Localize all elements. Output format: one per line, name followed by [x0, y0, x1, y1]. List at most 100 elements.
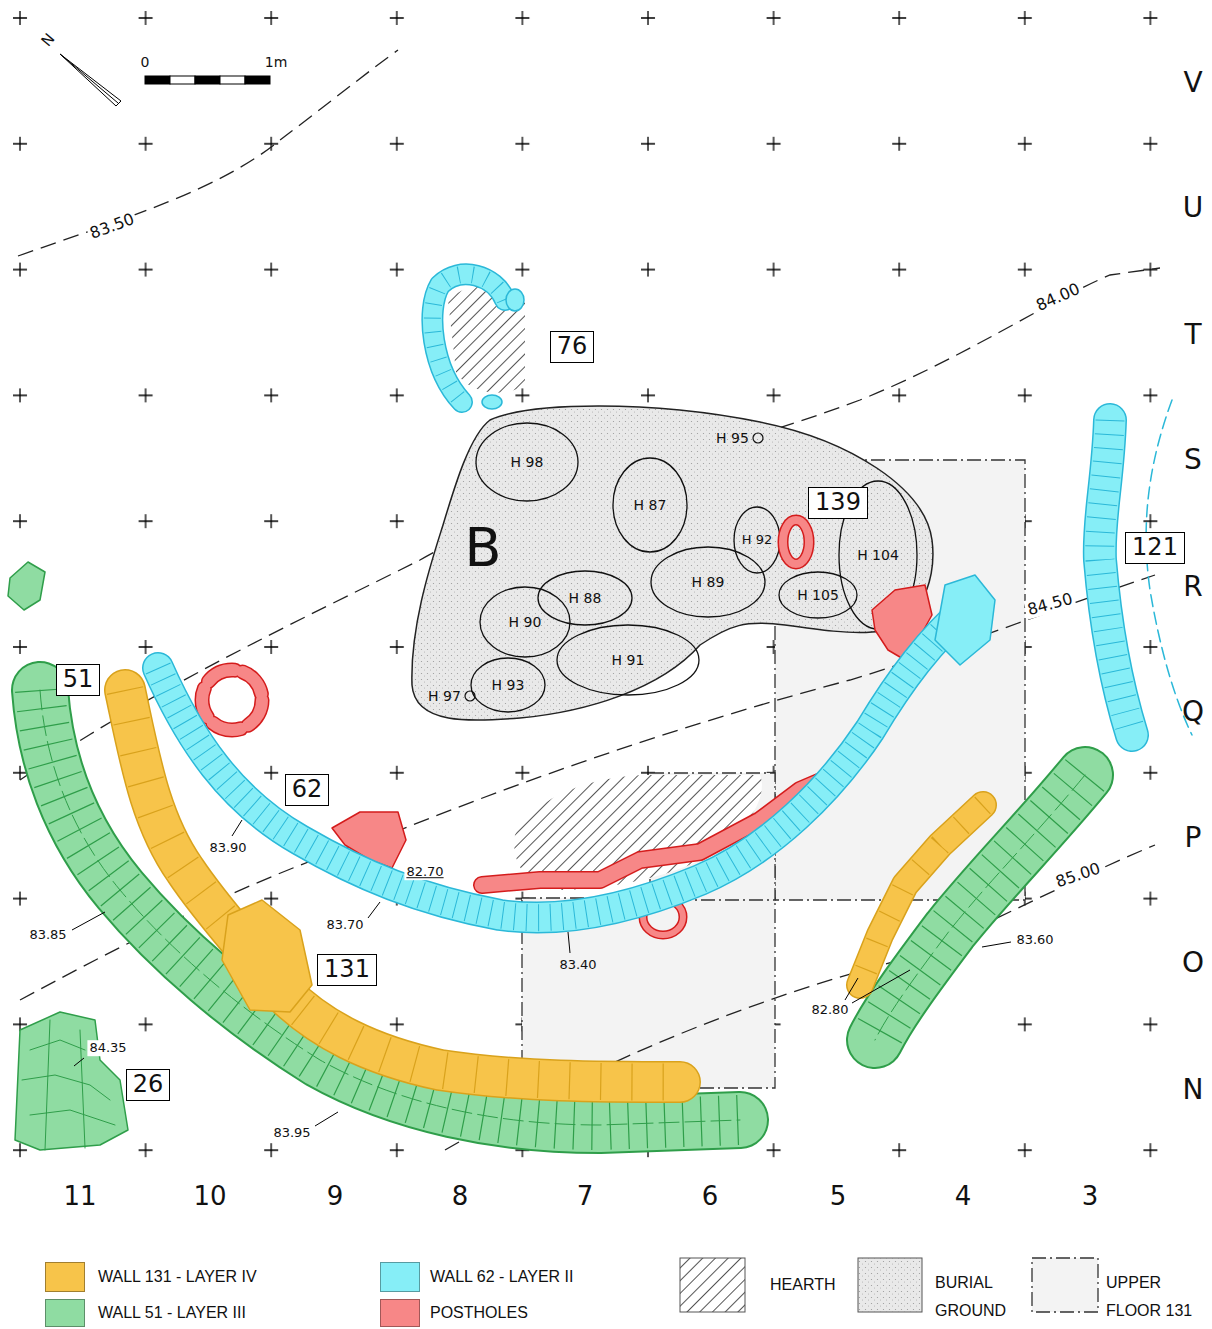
wall-131 — [860, 805, 983, 985]
leader-line — [568, 932, 570, 953]
legend-text: UPPER FLOOR 131 — [1106, 1269, 1204, 1325]
wall-62 — [935, 575, 995, 665]
legend-sample — [680, 1258, 745, 1312]
grave-marker — [463, 689, 477, 703]
legend-text: BURIAL GROUND — [935, 1269, 1015, 1325]
scale-value: 0 — [141, 54, 150, 71]
hearth — [448, 285, 525, 393]
legend-sample — [858, 1258, 922, 1312]
grid-row-letter: Q — [1182, 695, 1204, 729]
grave-outline: H 87 — [612, 457, 688, 553]
leader-line — [845, 978, 858, 1000]
wall-62-features — [1100, 420, 1132, 735]
scale-bar — [145, 76, 170, 84]
wall-62-features — [506, 289, 524, 311]
wall-131 — [125, 690, 680, 1082]
wall-51 — [40, 690, 740, 1125]
hearth — [514, 775, 762, 890]
feature-label: H 90 — [509, 614, 542, 630]
legend-text: WALL 51 - LAYER III — [98, 1303, 246, 1322]
legend-text: WALL 62 - LAYER II — [430, 1267, 573, 1286]
wall-62-features — [1100, 420, 1132, 735]
contour-line — [18, 50, 1160, 1150]
grave-outline: H 89 — [650, 546, 766, 618]
grave-marker — [753, 433, 763, 443]
grid-row-letter: P — [1185, 821, 1202, 855]
leader-line — [315, 1112, 338, 1126]
grid-crosses — [0, 0, 1165, 1160]
legend-text: HEARTH — [770, 1275, 836, 1294]
postholes — [643, 899, 683, 935]
feature-number-box: 76 — [550, 331, 595, 363]
legend-swatch — [45, 1262, 85, 1292]
postholes — [482, 775, 835, 885]
wall-131 — [222, 900, 312, 1012]
grid-column-number: 6 — [702, 1181, 719, 1212]
spot-elevation: 83.70 — [324, 917, 365, 933]
legend-swatch — [380, 1299, 420, 1327]
leader-line — [232, 820, 242, 836]
grid-column-number: 4 — [955, 1181, 972, 1212]
wall-131 — [125, 690, 983, 1082]
feature-label: H 105 — [797, 587, 839, 603]
scale-bar — [195, 76, 220, 84]
legend-swatch — [45, 1299, 85, 1327]
wall-51 — [40, 690, 740, 1125]
postholes — [482, 775, 835, 885]
wall-62 — [158, 605, 970, 918]
wall-62 — [158, 605, 970, 918]
scale-value: 1m — [265, 54, 288, 71]
grid-row-letter: R — [1183, 570, 1202, 604]
wall-51 — [15, 1012, 128, 1150]
grave-marker — [751, 431, 765, 445]
leader-line — [982, 942, 1011, 947]
feature-label: 76 — [557, 333, 588, 361]
north-arrow — [60, 54, 118, 103]
feature-label: H 93 — [492, 677, 525, 693]
grid-column-number: 7 — [577, 1181, 594, 1212]
grave-outline — [538, 571, 632, 625]
grid-column-number: 9 — [327, 1181, 344, 1212]
wall-51 — [40, 690, 740, 1125]
wall-131 — [125, 690, 680, 1082]
grid-column-number: 5 — [830, 1181, 847, 1212]
wall-62-features — [432, 274, 505, 402]
grave-marker — [465, 691, 475, 701]
legend-sample — [1032, 1258, 1098, 1312]
grave-outline — [613, 458, 687, 552]
grave-marker: H 97 — [428, 688, 477, 704]
feature-label: 62 — [292, 776, 323, 804]
spot-elevation: 83.95 — [271, 1125, 312, 1141]
spot-elevation: 83.60 — [1014, 932, 1055, 948]
grid-column-number: 3 — [1082, 1181, 1099, 1212]
feature-label: B — [464, 521, 501, 575]
grave-outline — [779, 572, 857, 618]
grid-row-letter: O — [1182, 946, 1204, 980]
feature-label: H 91 — [612, 652, 645, 668]
spot-elevation: 84.35 — [87, 1040, 128, 1056]
grave-outline: H 98 — [475, 422, 579, 502]
postholes — [202, 520, 932, 935]
feature-label: 51 — [63, 666, 94, 694]
feature-label: 26 — [133, 1071, 164, 1099]
feature-number-box: 131 — [317, 954, 377, 986]
grave-outline: H 90 — [479, 586, 571, 658]
grid-column-number: 8 — [452, 1181, 469, 1212]
grave-outline — [476, 423, 578, 501]
postholes — [643, 899, 683, 935]
legend-swatch — [380, 1262, 420, 1292]
burial-ground-outline — [412, 406, 933, 720]
feature-number-box: 121 — [1125, 532, 1185, 564]
feature-label: H 97 — [428, 688, 461, 704]
grid-row-letter: T — [1184, 318, 1201, 352]
grid-row-letter: V — [1183, 66, 1202, 100]
wall-131 — [125, 690, 680, 1082]
grave-outline — [651, 547, 765, 617]
feature-label: H 92 — [742, 533, 772, 548]
contour-line — [18, 50, 398, 256]
feature-label: H 89 — [692, 574, 725, 590]
grid-column-number: 11 — [63, 1181, 96, 1212]
feature-number-box: 62 — [285, 774, 330, 806]
feature-label: H 104 — [857, 547, 899, 563]
